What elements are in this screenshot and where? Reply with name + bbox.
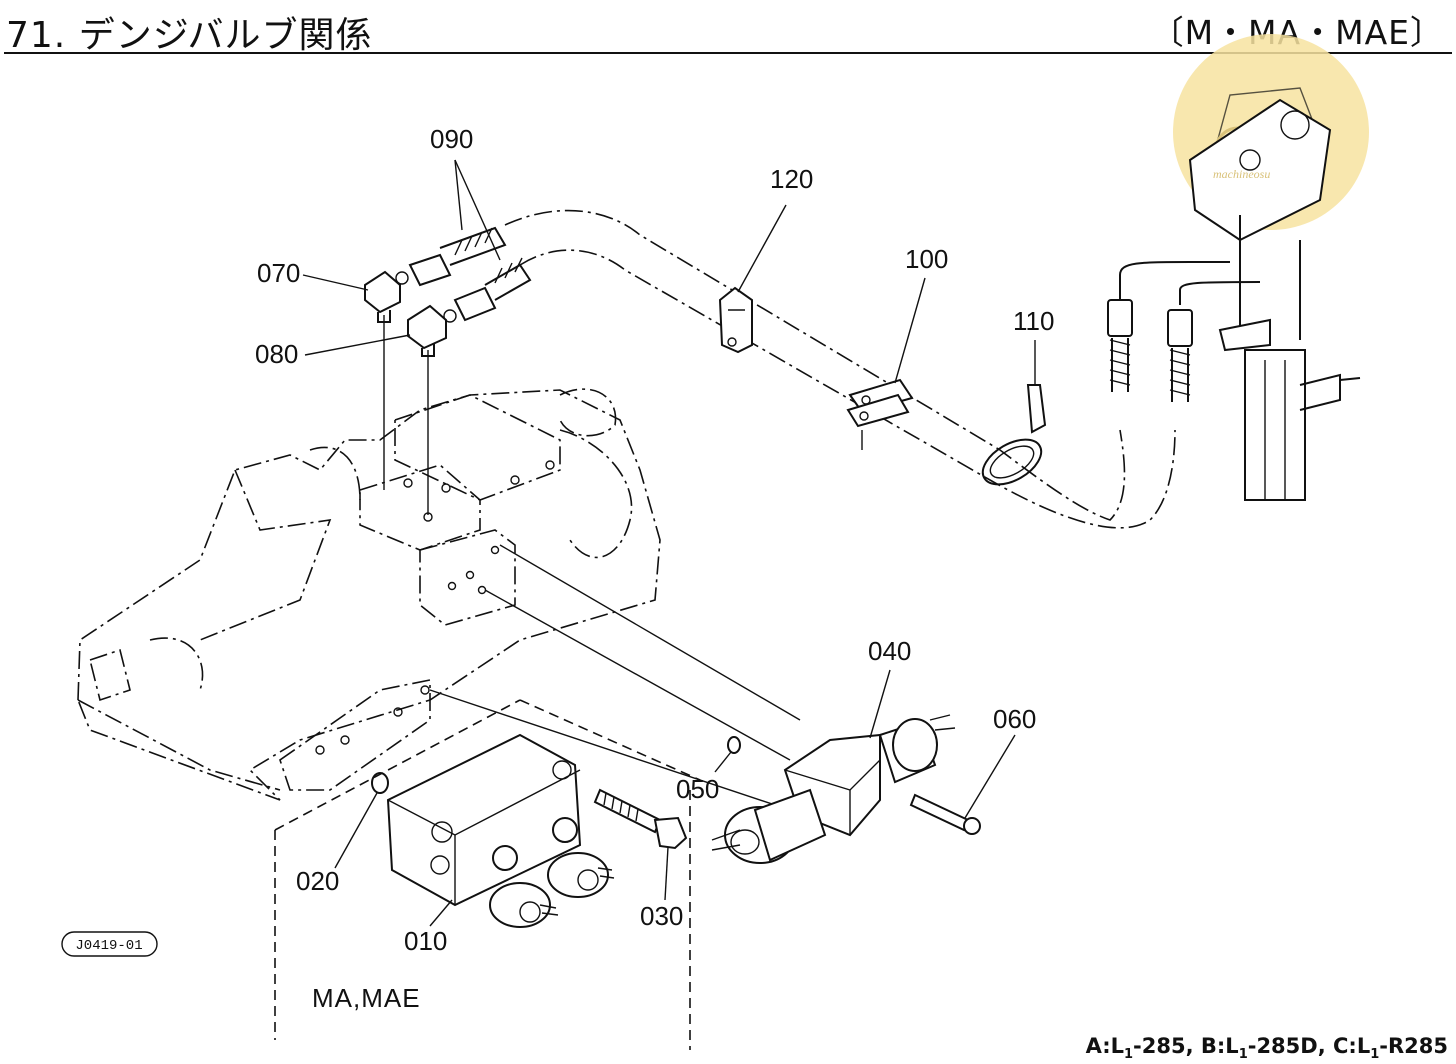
callout-100: 100 bbox=[905, 244, 948, 274]
pipe-clamp-120 bbox=[718, 286, 753, 354]
pipe-clamp-100 bbox=[846, 378, 914, 450]
footer-model-note: A:L1-285, B:L1-285D, C:L1-R285 bbox=[1086, 1034, 1448, 1062]
footer-b-suffix: -285D, bbox=[1247, 1033, 1334, 1058]
ma-mae-variant-box bbox=[274, 699, 701, 1050]
callout-070: 070 bbox=[257, 258, 300, 288]
footer-a-sub: 1 bbox=[1124, 1047, 1134, 1062]
transmission-housing bbox=[77, 388, 661, 801]
cable-tie-110 bbox=[981, 384, 1047, 486]
footer-c-sub: 1 bbox=[1370, 1047, 1380, 1062]
o-ring-050 bbox=[727, 736, 741, 754]
callout-120: 120 bbox=[770, 164, 813, 194]
footer-c-suffix: -R285 bbox=[1379, 1033, 1448, 1058]
callout-050: 050 bbox=[676, 774, 719, 804]
callout-010: 010 bbox=[404, 926, 447, 956]
elbow-fitting-080 bbox=[407, 304, 457, 357]
elbow-fitting-070 bbox=[364, 270, 409, 323]
figure-reference: J0419-01 bbox=[61, 931, 158, 957]
remote-valve-assembly bbox=[1107, 98, 1361, 501]
page-title: 71. デンジバルブ関係 bbox=[6, 15, 373, 56]
figure-ref-code: J0419-01 bbox=[75, 938, 142, 954]
bolt-060 bbox=[909, 793, 981, 835]
hydraulic-lines bbox=[383, 209, 1176, 821]
hose-fitting-090 bbox=[408, 226, 532, 322]
footer-b-prefix: B:L bbox=[1200, 1033, 1239, 1058]
footer-c-prefix: C:L bbox=[1333, 1033, 1371, 1058]
title-divider bbox=[4, 52, 1452, 54]
variant-label: MA,MAE bbox=[312, 983, 421, 1013]
solenoid-valve-040 bbox=[711, 714, 956, 864]
callout-060: 060 bbox=[993, 704, 1036, 734]
footer-a-suffix: -285, bbox=[1133, 1033, 1201, 1058]
callout-090: 090 bbox=[430, 124, 473, 154]
bolt-030 bbox=[593, 788, 688, 850]
leader-lines bbox=[302, 159, 1036, 927]
callout-080: 080 bbox=[255, 339, 298, 369]
solenoid-valve-010 bbox=[386, 733, 615, 928]
watermark-text: machineosu bbox=[1213, 167, 1270, 181]
o-ring-020 bbox=[371, 772, 389, 794]
callout-030: 030 bbox=[640, 901, 683, 931]
callout-110: 110 bbox=[1013, 306, 1054, 336]
callout-040: 040 bbox=[868, 636, 911, 666]
footer-b-sub: 1 bbox=[1238, 1047, 1248, 1062]
callout-020: 020 bbox=[296, 866, 339, 896]
footer-a-prefix: A:L bbox=[1085, 1033, 1124, 1058]
